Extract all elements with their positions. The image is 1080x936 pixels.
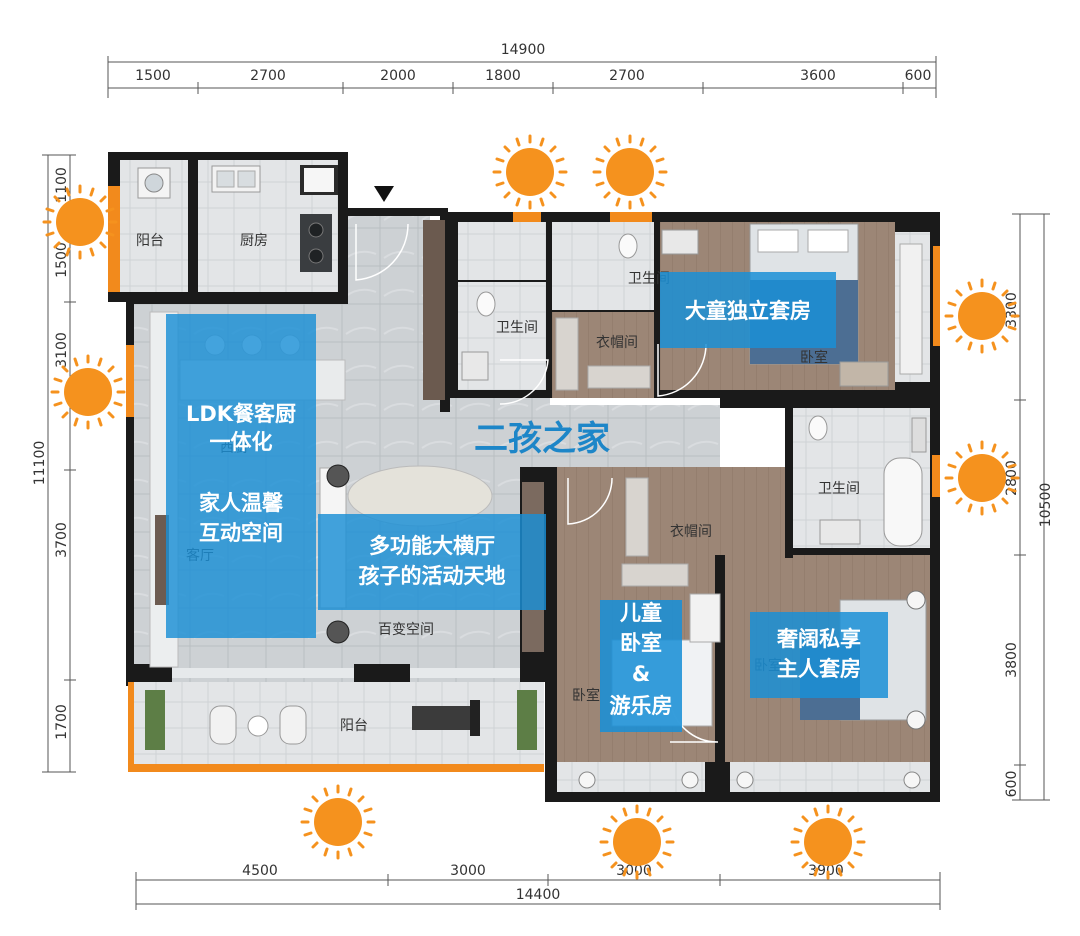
callout-hall-line2: 孩子的活动天地 bbox=[359, 564, 506, 588]
treadmill-icon bbox=[412, 700, 480, 736]
entrance-arrow-icon bbox=[374, 186, 394, 202]
room-bedroom-kid: 卧室 bbox=[572, 687, 600, 704]
dimension-bottom: 4500 3000 3000 3900 14400 bbox=[135, 863, 941, 910]
room-multi: 百变空间 bbox=[378, 622, 434, 638]
room-bath-right: 卫生间 bbox=[818, 481, 860, 497]
dim-top-6: 3600 bbox=[800, 68, 836, 84]
callout-ldk: LDK餐客厨 一体化 家人温馨 互动空间 bbox=[166, 314, 316, 638]
callout-teen-suite-text: 大童独立套房 bbox=[685, 299, 811, 323]
callout-hall-line1: 多功能大横厅 bbox=[369, 534, 495, 558]
bathtub-icon bbox=[883, 457, 923, 547]
room-kitchen: 厨房 bbox=[240, 233, 268, 249]
callout-ldk-title2: 一体化 bbox=[210, 430, 273, 454]
room-wardrobe-top: 衣帽间 bbox=[596, 335, 638, 351]
dimension-right: 3300 2800 3800 600 10500 bbox=[1004, 213, 1054, 801]
windows bbox=[108, 186, 940, 772]
callout-hall: 多功能大横厅 孩子的活动天地 bbox=[318, 514, 546, 610]
dim-top-2: 2700 bbox=[250, 68, 286, 84]
dim-bottom-4: 3900 bbox=[808, 863, 844, 879]
dim-top-1: 1500 bbox=[135, 68, 171, 84]
callout-teen-suite: 大童独立套房 bbox=[660, 272, 836, 348]
plan-title: 二孩之家 bbox=[474, 419, 610, 459]
sun-icon bbox=[42, 184, 118, 260]
dim-right-1: 3300 bbox=[1004, 292, 1020, 328]
callout-ldk-sub2: 互动空间 bbox=[199, 521, 283, 545]
dim-left-3: 3100 bbox=[54, 332, 70, 368]
stove-icon bbox=[300, 214, 332, 272]
plant-icon bbox=[145, 690, 537, 750]
dim-right-3: 3800 bbox=[1004, 642, 1020, 678]
room-balcony-small: 阳台 bbox=[136, 233, 164, 249]
sun-icon bbox=[50, 354, 126, 430]
dim-bottom-2: 3000 bbox=[450, 863, 486, 879]
room-bath-left: 卫生间 bbox=[496, 320, 538, 336]
callout-master: 奢阔私享 主人套房 bbox=[750, 612, 888, 698]
callout-kid-line3: & bbox=[632, 662, 650, 686]
callout-ldk-title: LDK餐客厨 bbox=[186, 402, 296, 426]
room-bedroom-top: 卧室 bbox=[800, 349, 828, 366]
dim-top-5: 2700 bbox=[609, 68, 645, 84]
washing-machine-icon bbox=[137, 167, 171, 199]
dim-top-4: 1800 bbox=[485, 68, 521, 84]
callout-kid: 儿童 卧室 & 游乐房 bbox=[600, 600, 682, 732]
dim-top-3: 2000 bbox=[380, 68, 416, 84]
dim-left-1: 1100 bbox=[54, 167, 70, 203]
dim-left-2: 1500 bbox=[54, 242, 70, 278]
callouts: LDK餐客厨 一体化 家人温馨 互动空间 大童独立套房 多功能大横厅 孩子的活动… bbox=[166, 272, 888, 732]
callout-ldk-sub1: 家人温馨 bbox=[199, 491, 284, 515]
dim-top-7: 600 bbox=[905, 68, 932, 84]
dim-left-total: 11100 bbox=[32, 441, 48, 486]
dimension-top: 14900 1500 2700 2000 1800 2700 3600 600 bbox=[107, 42, 937, 98]
toilet-icon bbox=[476, 233, 828, 441]
sun-icon bbox=[300, 784, 376, 860]
dim-bottom-1: 4500 bbox=[242, 863, 278, 879]
dim-bottom-total: 14400 bbox=[516, 887, 561, 903]
sun-icon bbox=[492, 134, 568, 210]
room-bath-top: 卫生间 bbox=[628, 271, 670, 287]
dim-left-5: 1700 bbox=[54, 704, 70, 740]
dimension-left: 11100 1100 1500 3100 3700 1700 bbox=[32, 154, 76, 773]
dim-left-4: 3700 bbox=[54, 522, 70, 558]
sun-icon bbox=[592, 134, 668, 210]
sofa-icon bbox=[155, 515, 169, 605]
callout-kid-line1: 儿童 bbox=[620, 601, 662, 625]
dim-top-total: 14900 bbox=[501, 42, 546, 58]
callout-master-line1: 奢阔私享 bbox=[776, 627, 861, 651]
dim-right-total: 10500 bbox=[1038, 483, 1054, 528]
callout-master-line2: 主人套房 bbox=[777, 657, 861, 681]
callout-kid-line4: 游乐房 bbox=[610, 694, 673, 718]
sink-icon bbox=[211, 165, 261, 193]
room-balcony-big: 阳台 bbox=[340, 718, 368, 734]
dim-right-4: 600 bbox=[1004, 771, 1020, 798]
room-wardrobe-mid: 衣帽间 bbox=[670, 524, 712, 540]
callout-kid-line2: 卧室 bbox=[620, 631, 662, 655]
